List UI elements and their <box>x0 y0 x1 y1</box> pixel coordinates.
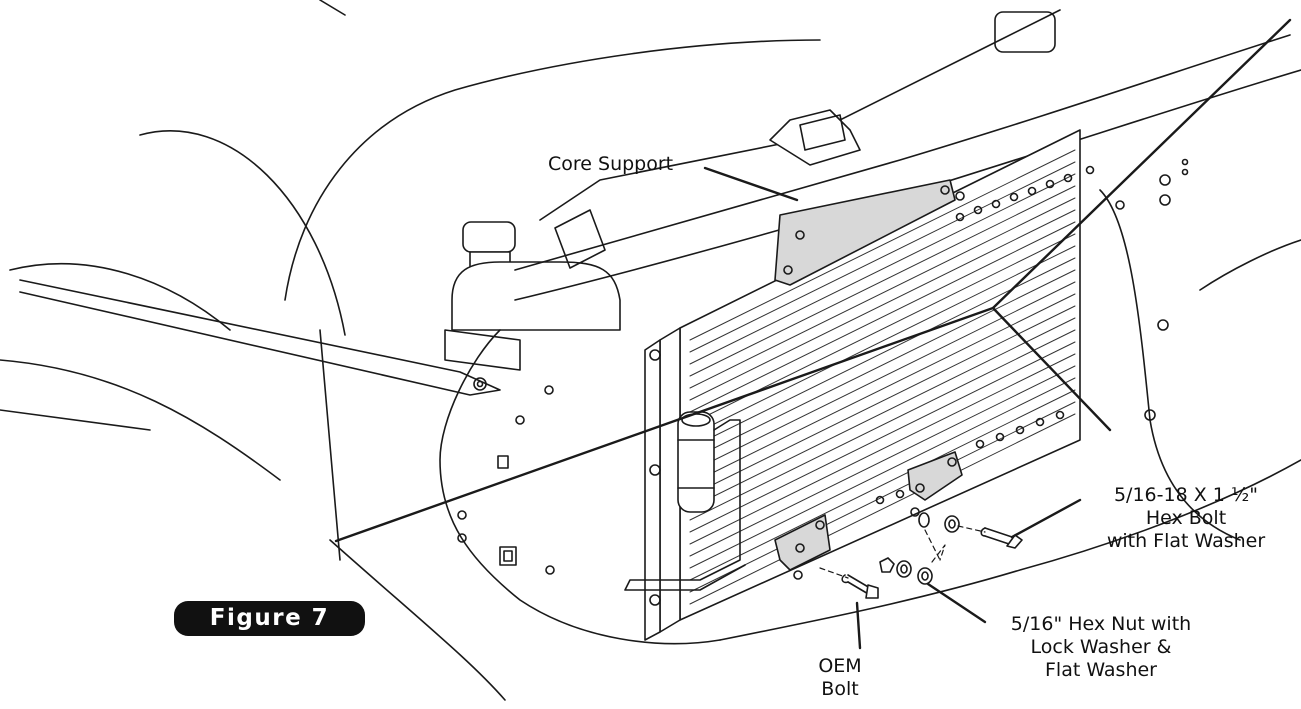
core-support-label: Core Support <box>548 153 674 175</box>
hex-nut-label-line-2: Lock Washer & <box>1030 636 1172 658</box>
detail-cut-lines <box>334 18 1292 543</box>
hex-bolt-label-line-2: Hex Bolt <box>1145 507 1227 529</box>
oem-bolt-label: OEM Bolt <box>800 655 880 701</box>
fender-outline <box>0 0 821 701</box>
radiator-tank <box>444 9 1061 371</box>
hex-nut-label-line-1: 5/16" Hex Nut with <box>1010 613 1192 635</box>
hex-bolt-hardware <box>918 512 1023 549</box>
hex-nut-label-line-3: Flat Washer <box>1045 659 1157 681</box>
oem-bolt-label-line-1: OEM <box>818 655 862 677</box>
hood-prop-rod <box>19 279 501 396</box>
oem-bolt-label-line-2: Bolt <box>821 678 859 700</box>
hex-nut-label: 5/16" Hex Nut with Lock Washer & Flat Wa… <box>966 613 1236 682</box>
mounting-brackets <box>774 179 965 580</box>
receiver-drier <box>624 411 746 591</box>
leader-lines <box>703 166 1082 650</box>
rivet-row <box>875 165 1095 505</box>
hex-bolt-label-line-3: with Flat Washer <box>1106 530 1266 552</box>
core-support <box>439 34 1301 645</box>
nut-and-washers <box>879 557 933 585</box>
hex-bolt-label: 5/16-18 X 1 ½" Hex Bolt with Flat Washer <box>1071 484 1301 553</box>
oem-bolt-hardware <box>841 574 879 599</box>
condenser <box>644 129 1081 641</box>
alignment-dashes <box>819 525 986 579</box>
figure-label: Figure 7 <box>174 601 365 636</box>
hex-bolt-label-line-1: 5/16-18 X 1 ½" <box>1113 484 1259 506</box>
